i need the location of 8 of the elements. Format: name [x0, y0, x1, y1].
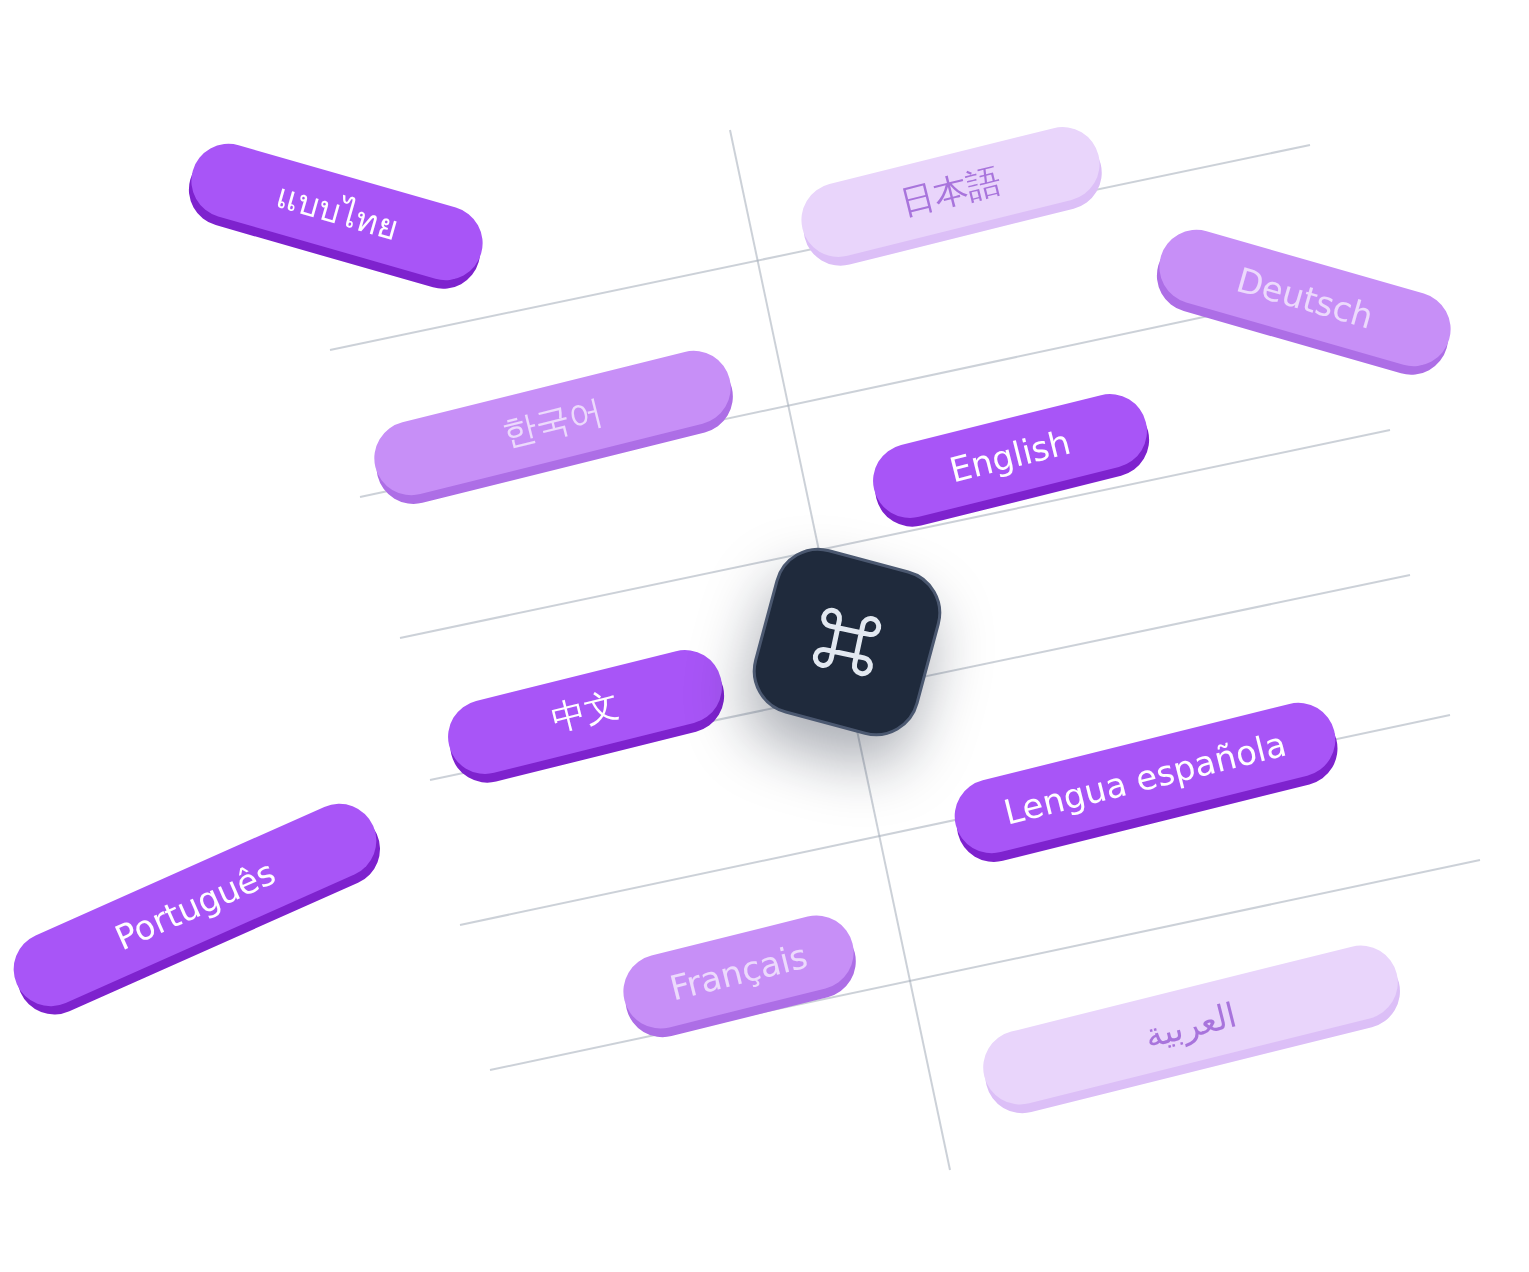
language-name: Français — [665, 935, 811, 1009]
language-name: 日本語 — [894, 158, 1006, 225]
language-name: Lengua española — [999, 723, 1291, 833]
language-name: English — [945, 421, 1075, 491]
language-name: العربية — [1140, 994, 1240, 1056]
language-name: แบบไทย — [270, 174, 404, 251]
language-name: 한국어 — [496, 389, 608, 456]
language-name: 中文 — [546, 682, 624, 741]
